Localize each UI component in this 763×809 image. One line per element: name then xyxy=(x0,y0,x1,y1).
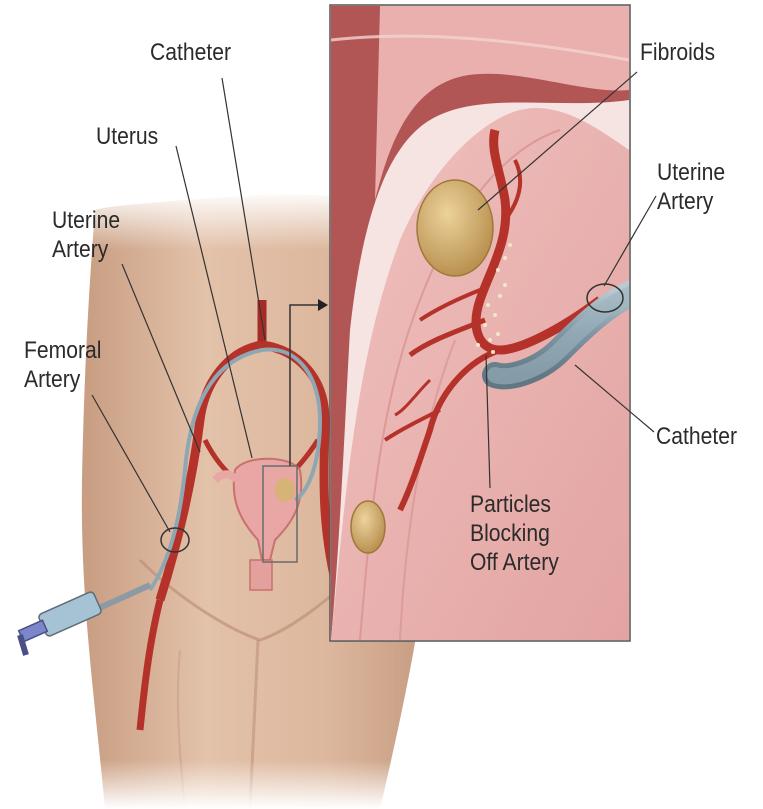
label-line: Femoral xyxy=(24,336,101,365)
label-catheter-main: Catheter xyxy=(150,38,231,67)
label-line: Uterine xyxy=(52,206,120,235)
label-fibroids: Fibroids xyxy=(640,38,715,67)
fibroid-small xyxy=(351,501,385,553)
label-line: Artery xyxy=(24,365,101,394)
label-femoral-artery: Femoral Artery xyxy=(24,336,101,394)
label-uterine-artery-left: Uterine Artery xyxy=(52,206,120,264)
label-uterine-artery-inset: Uterine Artery xyxy=(657,158,725,216)
label-catheter-inset: Catheter xyxy=(656,422,737,451)
label-particles: Particles Blocking Off Artery xyxy=(470,490,559,577)
label-uterus: Uterus xyxy=(96,122,158,151)
label-line: Off Artery xyxy=(470,548,559,577)
label-line: Artery xyxy=(52,235,120,264)
fibroid-large xyxy=(417,180,493,276)
label-line: Particles xyxy=(470,490,559,519)
label-line: Blocking xyxy=(470,519,559,548)
label-line: Artery xyxy=(657,187,725,216)
label-line: Uterine xyxy=(657,158,725,187)
